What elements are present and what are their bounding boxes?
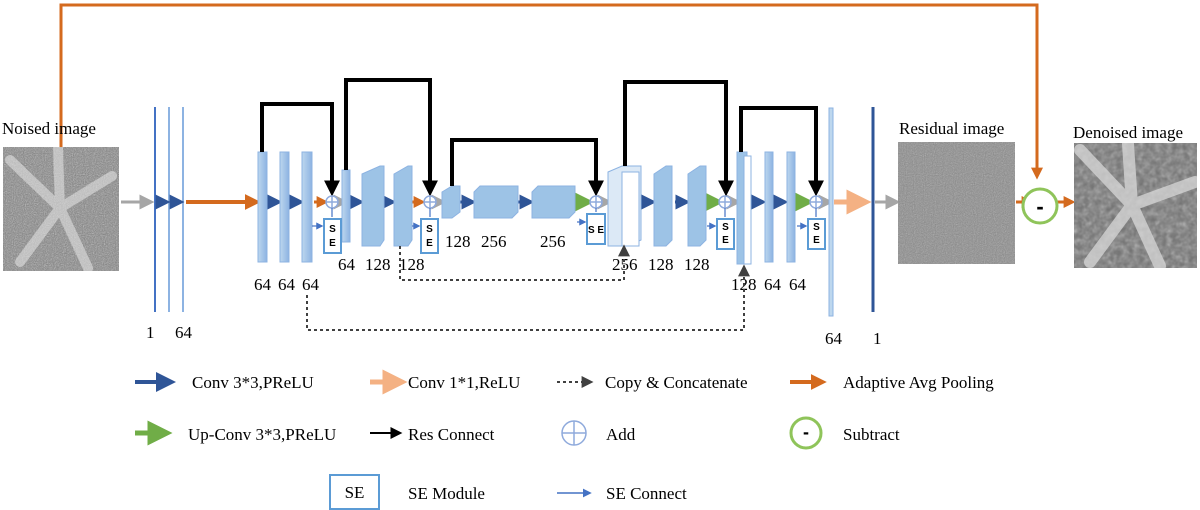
legend-label: SE Module <box>408 484 485 503</box>
residual-image-label: Residual image <box>899 119 1004 138</box>
svg-text:S: S <box>426 224 433 235</box>
channel-label: 64 <box>302 275 320 294</box>
channel-label: 64 <box>764 275 782 294</box>
add-node <box>589 195 603 209</box>
legend-label: Conv 3*3,PReLU <box>192 373 314 392</box>
svg-text:S: S <box>329 224 336 235</box>
channel-label: 1 <box>873 329 882 348</box>
se-box-label: SE <box>345 483 365 502</box>
subtract-symbol: - <box>803 422 809 442</box>
se-module: S E <box>716 218 735 250</box>
svg-text:E: E <box>329 238 336 249</box>
encoder-level-2: 64 128 128 <box>338 165 425 274</box>
legend-label: Subtract <box>843 425 900 444</box>
legend-item-copy: Copy & Concatenate <box>557 373 748 392</box>
starfish-shape <box>5 147 117 271</box>
channel-label: 128 <box>399 255 425 274</box>
svg-text:E: E <box>426 238 433 249</box>
add-icon <box>561 420 587 446</box>
subtract-icon: - <box>789 416 823 450</box>
legend-label: Copy & Concatenate <box>605 373 748 392</box>
se-modules: S E S E S E S E S E <box>323 213 826 254</box>
channel-label: 256 <box>540 232 566 251</box>
global-residual-connection <box>59 3 1043 180</box>
legend-item-pool: Adaptive Avg Pooling <box>790 373 994 392</box>
copy-concatenate-connections <box>306 244 750 331</box>
legend-label: Conv 1*1,ReLU <box>408 373 520 392</box>
legend-label: Res Connect <box>408 425 495 444</box>
svg-text:E: E <box>722 235 729 246</box>
encoder-level-3: 128 256 256 <box>441 185 576 251</box>
se-connections <box>312 208 817 230</box>
channel-label: 256 <box>481 232 507 251</box>
legend-item-res: Res Connect <box>370 425 495 444</box>
se-module: S E <box>420 218 439 254</box>
channel-label: 64 <box>338 255 356 274</box>
noised-image-label: Noised image <box>2 119 96 138</box>
legend-label: SE Connect <box>606 484 687 503</box>
denoised-image: Denoised image <box>1073 123 1197 268</box>
se-box-icon <box>329 474 380 510</box>
decoder-level-2: 128 64 64 <box>731 151 807 294</box>
channel-label: 64 <box>789 275 807 294</box>
svg-text:S E: S E <box>588 225 604 236</box>
channel-label: 64 <box>254 275 272 294</box>
res-connections <box>260 78 824 197</box>
add-node <box>423 195 437 209</box>
legend: Conv 3*3,PReLU Conv 1*1,ReLU Copy & Conc… <box>135 369 994 510</box>
svg-text:E: E <box>813 235 820 246</box>
channel-label: 256 <box>612 255 638 274</box>
se-module: S E <box>323 218 342 254</box>
starfish-shape <box>1074 143 1197 268</box>
subtract-symbol: - <box>1036 194 1043 219</box>
legend-label: Up-Conv 3*3,PReLU <box>188 425 336 444</box>
legend-item-se-connect: SE Connect <box>557 484 687 503</box>
channel-label: 128 <box>684 255 710 274</box>
se-module: S E <box>586 213 606 245</box>
channel-label: 64 <box>175 323 193 342</box>
decoder-level-3: 256 128 128 <box>607 165 710 274</box>
input-conv-layers: 1 64 <box>146 107 193 342</box>
legend-item-upconv: Up-Conv 3*3,PReLU <box>135 420 336 446</box>
legend-label: Adaptive Avg Pooling <box>843 373 994 392</box>
encoder-level-1: 64 64 64 <box>254 151 320 294</box>
channel-label: 64 <box>278 275 296 294</box>
channel-label: 1 <box>146 323 155 342</box>
channel-label: 64 <box>825 329 843 348</box>
se-module: S E <box>807 218 826 250</box>
output-conv-layers: 64 1 <box>825 107 882 348</box>
add-node <box>809 195 823 209</box>
subtract-node: - <box>1021 187 1059 225</box>
legend-item-se-module: SE SE Module <box>329 474 485 510</box>
channel-label: 128 <box>445 232 471 251</box>
noised-image: Noised image <box>2 119 119 271</box>
svg-text:S: S <box>813 222 820 233</box>
legend-item-conv1: Conv 1*1,ReLU <box>370 369 520 395</box>
legend-label: Add <box>606 425 636 444</box>
legend-item-add: Add <box>561 420 636 446</box>
denoised-image-label: Denoised image <box>1073 123 1183 142</box>
channel-label: 128 <box>365 255 391 274</box>
svg-text:S: S <box>722 222 729 233</box>
add-node <box>325 195 339 209</box>
legend-item-subtract: - Subtract <box>789 416 900 450</box>
add-node <box>718 195 732 209</box>
residual-image: Residual image <box>898 119 1015 264</box>
channel-label: 128 <box>648 255 674 274</box>
legend-item-conv3: Conv 3*3,PReLU <box>135 372 314 392</box>
